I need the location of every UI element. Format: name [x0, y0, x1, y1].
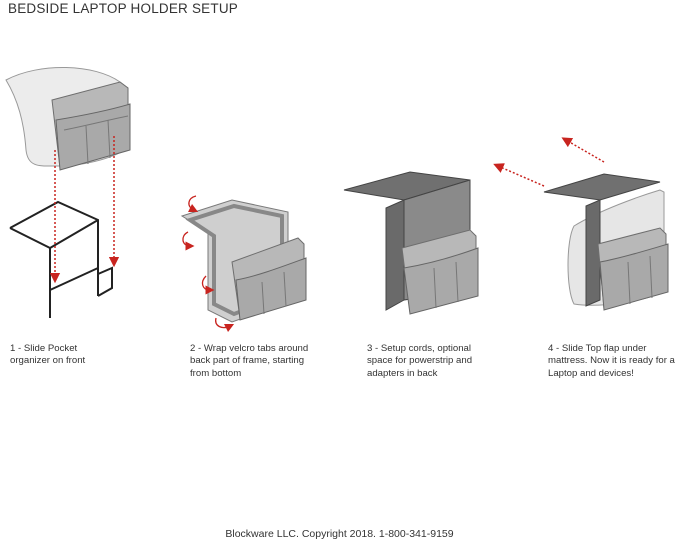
step1-caption: 1 - Slide Pocket organizer on front [10, 343, 160, 368]
caption-line: space for powerstrip and [367, 355, 517, 367]
caption-line: 4 - Slide Top flap under [548, 343, 679, 355]
caption-line: organizer on front [10, 355, 160, 367]
step4-caption: 4 - Slide Top flap under mattress. Now i… [548, 343, 679, 380]
caption-line: mattress. Now it is ready for a [548, 355, 679, 367]
step4-arrow-lower [498, 166, 544, 186]
setup-illustrations [0, 0, 679, 520]
step1-illustration [6, 67, 130, 318]
step3-back-panel [386, 200, 404, 310]
step2-wrap-arrow-2 [183, 232, 190, 246]
step2-wrap-arrow-1 [189, 196, 196, 210]
caption-line: 1 - Slide Pocket [10, 343, 160, 355]
step1-wire-frame [10, 202, 112, 318]
step2-caption: 2 - Wrap velcro tabs around back part of… [190, 343, 340, 380]
caption-line: 3 - Setup cords, optional [367, 343, 517, 355]
caption-line: Laptop and devices! [548, 368, 679, 380]
caption-line: back part of frame, starting [190, 355, 340, 367]
caption-line: adapters in back [367, 368, 517, 380]
step2-illustration [182, 196, 306, 328]
step3-illustration [344, 172, 478, 314]
caption-line: from bottom [190, 368, 340, 380]
step4-illustration [498, 140, 668, 310]
copyright-footer: Blockware LLC. Copyright 2018. 1-800-341… [0, 528, 679, 540]
caption-line: 2 - Wrap velcro tabs around [190, 343, 340, 355]
step3-caption: 3 - Setup cords, optional space for powe… [367, 343, 517, 380]
step4-arrow-upper [566, 140, 604, 162]
